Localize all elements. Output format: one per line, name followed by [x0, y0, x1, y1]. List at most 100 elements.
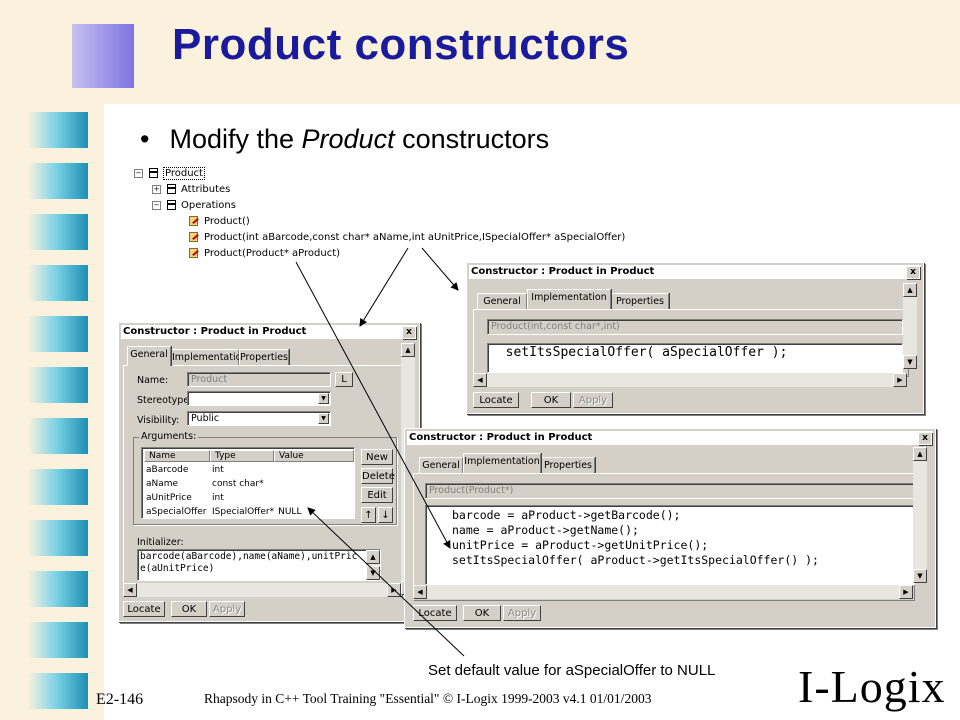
- title-decor-square: [72, 24, 134, 88]
- tab-properties[interactable]: Properties: [239, 349, 289, 366]
- arg-value: NULL: [278, 507, 302, 517]
- implementation-editor[interactable]: barcode = aProduct->getBarcode(); name =…: [425, 505, 915, 585]
- vertical-scrollbar[interactable]: ▲ ▼: [913, 447, 927, 583]
- arg-type: int: [212, 465, 224, 475]
- tree-node-operations[interactable]: − Operations: [152, 198, 236, 212]
- tab-implementation[interactable]: Implementation: [527, 289, 611, 309]
- locate-button[interactable]: Locate: [473, 392, 519, 408]
- scroll-down-icon[interactable]: ▼: [903, 355, 917, 369]
- close-icon[interactable]: x: [918, 432, 932, 445]
- tab-general[interactable]: General: [419, 457, 463, 474]
- class-icon: [149, 168, 158, 178]
- move-up-button[interactable]: ↑: [361, 507, 376, 523]
- locate-button[interactable]: Locate: [413, 605, 457, 621]
- operation-icon: [188, 247, 200, 259]
- column-header-type[interactable]: Type: [210, 450, 274, 462]
- scroll-left-icon[interactable]: ◀: [473, 373, 487, 387]
- scroll-down-icon[interactable]: ▼: [366, 566, 380, 580]
- visibility-select[interactable]: Public ▼: [187, 411, 331, 426]
- tree-node-op-copy[interactable]: Product(Product* aProduct): [188, 246, 340, 260]
- tree-node-op-full[interactable]: Product(int aBarcode,const char* aName,i…: [188, 230, 625, 244]
- close-icon[interactable]: x: [906, 266, 920, 279]
- tab-implementation[interactable]: Implementation: [463, 453, 541, 473]
- tab-properties[interactable]: Properties: [541, 457, 595, 474]
- name-label: Name:: [137, 375, 169, 386]
- edit-argument-button[interactable]: Edit: [361, 487, 393, 503]
- expand-icon[interactable]: +: [152, 184, 161, 194]
- column-header-name[interactable]: Name: [144, 450, 210, 462]
- table-row[interactable]: aBarcode int: [144, 463, 303, 477]
- vertical-scrollbar[interactable]: ▲ ▼: [903, 283, 917, 369]
- apply-button[interactable]: Apply: [503, 605, 541, 621]
- new-argument-button[interactable]: New: [361, 449, 393, 465]
- stereotype-select[interactable]: ▼: [187, 391, 331, 406]
- arguments-label: Arguments:: [139, 431, 199, 442]
- scroll-right-icon[interactable]: ▶: [893, 373, 907, 387]
- move-down-button[interactable]: ↓: [378, 507, 393, 523]
- name-field[interactable]: Product: [187, 372, 331, 387]
- folder-icon: [167, 200, 176, 210]
- delete-argument-button[interactable]: Delete: [361, 468, 395, 484]
- chevron-down-icon[interactable]: ▼: [318, 413, 329, 424]
- column-header-value[interactable]: Value: [274, 450, 354, 462]
- tree-label-product[interactable]: Product: [163, 166, 205, 180]
- chevron-down-icon[interactable]: ▼: [318, 393, 329, 404]
- ilogix-logo: I-Logix: [798, 661, 946, 712]
- constructor-dialog-general: Constructor : Product in Product x Gener…: [118, 322, 420, 622]
- scroll-left-icon[interactable]: ◀: [413, 585, 427, 599]
- scroll-up-icon[interactable]: ▲: [903, 283, 917, 297]
- arg-name: aBarcode: [146, 465, 189, 475]
- collapse-icon[interactable]: −: [152, 200, 161, 210]
- operation-icon: [188, 215, 200, 227]
- scroll-left-icon[interactable]: ◀: [123, 583, 137, 597]
- scroll-up-icon[interactable]: ▲: [401, 343, 415, 357]
- stereotype-label: Stereotype:: [137, 395, 193, 406]
- collapse-icon[interactable]: −: [134, 168, 143, 178]
- signature-field: Product(int,const char*,int): [487, 319, 903, 335]
- ok-button[interactable]: OK: [463, 605, 501, 621]
- initializer-field[interactable]: barcode(aBarcode),name(aName),unitPric e…: [137, 549, 381, 581]
- constructor-dialog-impl-bottom: Constructor : Product in Product x Gener…: [404, 428, 936, 628]
- horizontal-scrollbar[interactable]: ◀ ▶: [123, 583, 401, 597]
- operation-icon: [188, 231, 200, 243]
- apply-button[interactable]: Apply: [573, 392, 613, 408]
- tab-general[interactable]: General: [477, 293, 527, 310]
- tree-label-attributes[interactable]: Attributes: [181, 183, 231, 195]
- ok-button[interactable]: OK: [531, 392, 571, 408]
- code-line: barcode = aProduct->getBarcode();: [452, 508, 681, 522]
- horizontal-scrollbar[interactable]: ◀ ▶: [473, 373, 907, 387]
- ok-button[interactable]: OK: [171, 601, 207, 617]
- implementation-editor[interactable]: setItsSpecialOffer( aSpecialOffer );: [487, 343, 903, 373]
- scroll-down-icon[interactable]: ▼: [913, 569, 927, 583]
- scroll-right-icon[interactable]: ▶: [899, 585, 913, 599]
- arg-type: ISpecialOffer*: [212, 507, 275, 517]
- tree-node-op-default[interactable]: Product(): [188, 214, 250, 228]
- locate-button[interactable]: Locate: [123, 601, 165, 617]
- tree-label-op[interactable]: Product(int aBarcode,const char* aName,i…: [204, 231, 626, 243]
- scroll-up-icon[interactable]: ▲: [913, 447, 927, 461]
- slide-number: E2-146: [96, 691, 144, 708]
- top-decor-band: [104, 0, 960, 104]
- annotation-text: Set default value for aSpecialOffer to N…: [428, 662, 716, 679]
- tab-implementation[interactable]: Implementation: [171, 349, 247, 366]
- tree-node-attributes[interactable]: + Attributes: [152, 182, 230, 196]
- tree-label-operations[interactable]: Operations: [181, 199, 236, 211]
- tree-label-op[interactable]: Product(): [204, 215, 250, 227]
- bullet-point: •Modify the Product constructors: [140, 124, 550, 154]
- horizontal-scrollbar[interactable]: ◀ ▶: [413, 585, 913, 599]
- close-icon[interactable]: x: [402, 326, 416, 339]
- locate-name-button[interactable]: L: [335, 372, 353, 387]
- scroll-up-icon[interactable]: ▲: [366, 550, 380, 564]
- arg-name: aName: [146, 479, 179, 489]
- tab-properties[interactable]: Properties: [611, 293, 669, 310]
- apply-button[interactable]: Apply: [209, 601, 245, 617]
- tree-node-product[interactable]: − Product: [134, 166, 205, 180]
- tree-label-op[interactable]: Product(Product* aProduct): [204, 247, 341, 259]
- constructor-dialog-impl-top: Constructor : Product in Product x Gener…: [466, 262, 924, 414]
- tab-general[interactable]: General: [127, 346, 171, 366]
